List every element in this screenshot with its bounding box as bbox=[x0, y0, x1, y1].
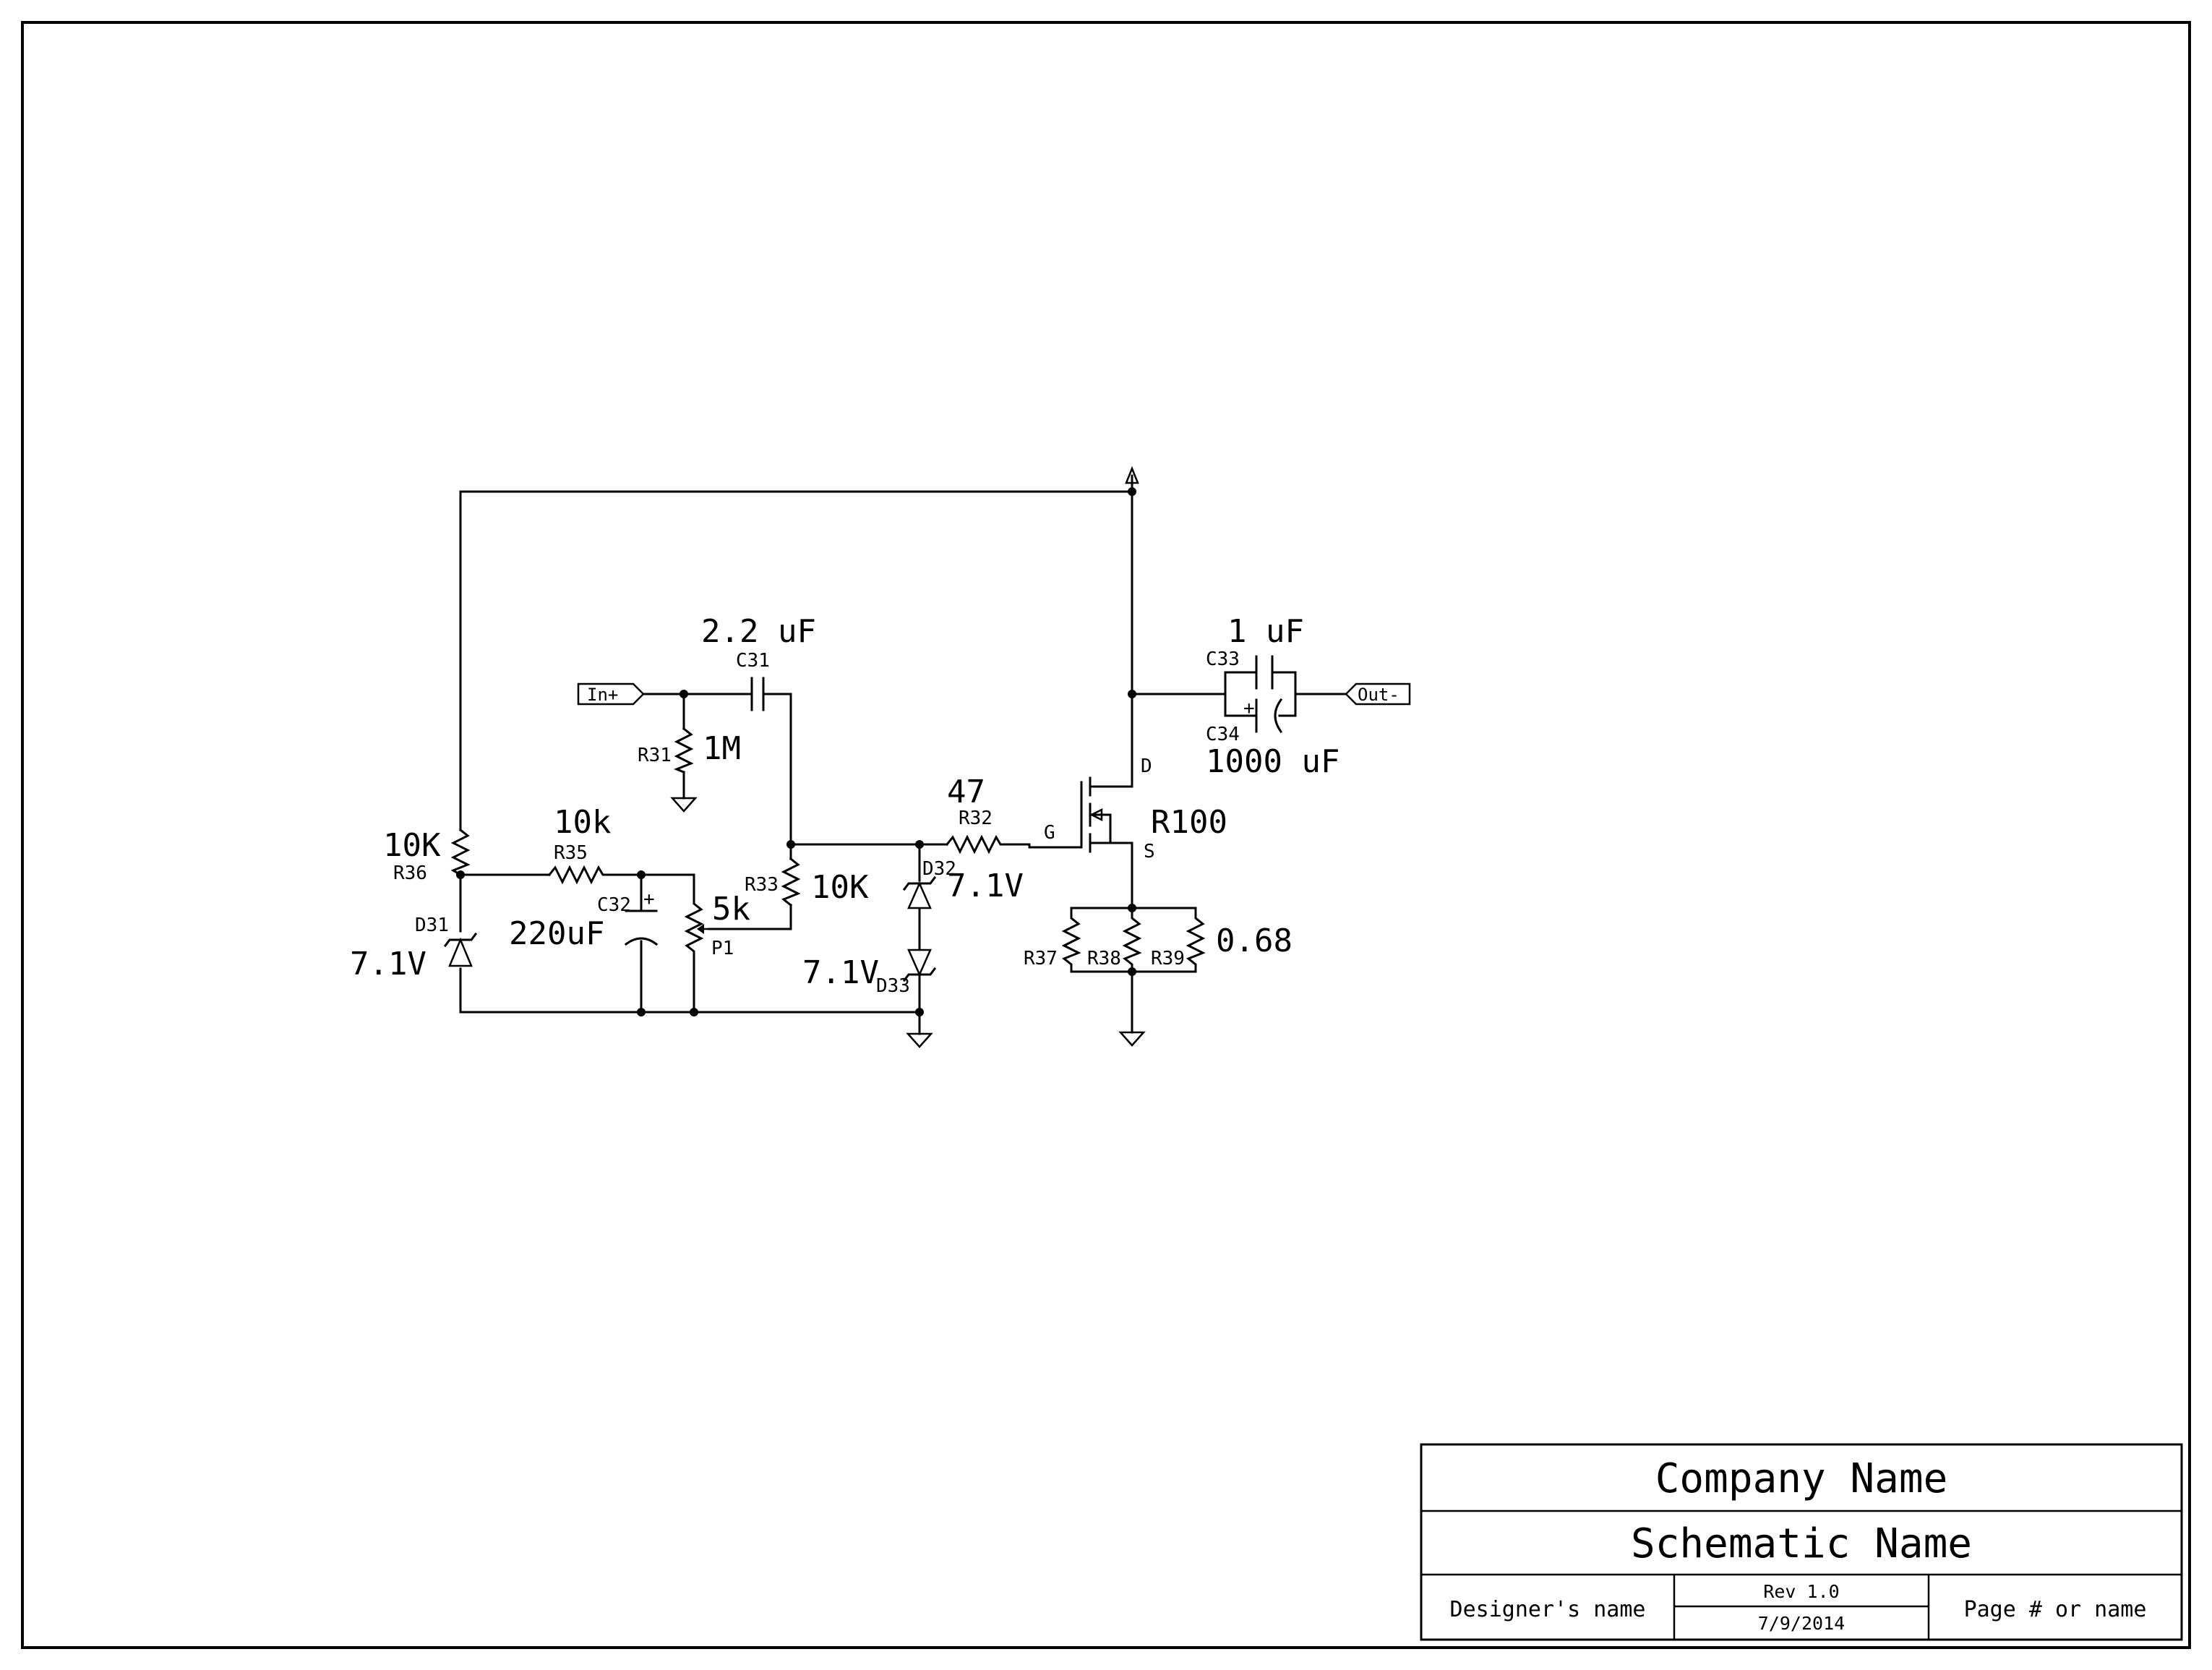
q1-value: R100 bbox=[1151, 804, 1227, 841]
d31-ref: D31 bbox=[415, 915, 449, 936]
d33-value: 7.1V bbox=[802, 954, 879, 991]
resistor-r37: R37 bbox=[1024, 907, 1081, 973]
resistor-r39: R39 0.68 bbox=[1151, 907, 1293, 973]
capacitor-c32: + C32 220uF bbox=[509, 888, 659, 952]
potentiometer-p1: 5k P1 bbox=[684, 881, 750, 970]
title-designer: Designer's name bbox=[1450, 1597, 1646, 1622]
ground-icon bbox=[670, 794, 698, 813]
p1-value: 5k bbox=[712, 891, 750, 928]
title-date: 7/9/2014 bbox=[1758, 1613, 1845, 1634]
d31-value: 7.1V bbox=[350, 946, 426, 982]
q1-source-label: S bbox=[1144, 841, 1155, 862]
title-page: Page # or name bbox=[1964, 1597, 2147, 1622]
r31-value: 1M bbox=[703, 730, 741, 767]
title-company: Company Name bbox=[1655, 1455, 1948, 1502]
resistor-r32: 47 R32 bbox=[945, 774, 1006, 855]
r39-ref: R39 bbox=[1151, 948, 1185, 969]
zener-diode-d32: D32 7.1V bbox=[902, 858, 1024, 909]
r38-ref: R38 bbox=[1087, 948, 1121, 969]
capacitor-c34: + C34 1000 uF bbox=[1206, 698, 1339, 780]
resistor-r33: R33 10K bbox=[745, 857, 869, 907]
resistor-r36: 10K R36 bbox=[383, 827, 471, 884]
ground-icon bbox=[1118, 1031, 1146, 1047]
c34-ref: C34 bbox=[1206, 724, 1240, 745]
sheet-border bbox=[21, 21, 2191, 1649]
r32-value: 47 bbox=[947, 774, 985, 810]
r36-ref: R36 bbox=[393, 862, 427, 884]
d33-ref: D33 bbox=[876, 975, 910, 997]
q1-gate-label: G bbox=[1044, 822, 1055, 844]
d32-ref: D32 bbox=[922, 858, 956, 880]
c31-value: 2.2 uF bbox=[701, 613, 816, 650]
junctions bbox=[456, 487, 1136, 1016]
c32-plus: + bbox=[643, 888, 655, 910]
output-port: Out- bbox=[1345, 682, 1411, 706]
r39-value: 0.68 bbox=[1216, 922, 1293, 959]
title-schematic: Schematic Name bbox=[1631, 1520, 1972, 1567]
c34-plus: + bbox=[1243, 698, 1255, 719]
zener-diode-d31: D31 7.1V bbox=[350, 915, 478, 982]
c33-ref: C33 bbox=[1206, 648, 1240, 670]
r35-value: 10k bbox=[554, 804, 611, 841]
r37-ref: R37 bbox=[1024, 948, 1058, 969]
p1-ref: P1 bbox=[711, 938, 734, 959]
input-port-label: In+ bbox=[587, 685, 618, 705]
r35-ref: R35 bbox=[554, 842, 588, 864]
resistor-r35: 10k R35 bbox=[547, 804, 611, 885]
resistor-r31: R31 1M bbox=[638, 727, 741, 774]
c32-ref: C32 bbox=[597, 894, 631, 916]
c33-value: 1 uF bbox=[1227, 613, 1304, 650]
c32-value: 220uF bbox=[509, 915, 604, 952]
title-block: Company Name Schematic Name Designer's n… bbox=[1420, 1443, 2183, 1641]
ground-icon bbox=[906, 1032, 933, 1048]
output-port-label: Out- bbox=[1358, 685, 1399, 705]
zener-diode-d33: 7.1V D33 bbox=[802, 949, 937, 997]
capacitor-c31: C31 2.2 uF bbox=[701, 613, 816, 711]
d32-value: 7.1V bbox=[947, 868, 1024, 904]
mosfet-q1: G D S R100 bbox=[1044, 755, 1227, 862]
r33-ref: R33 bbox=[745, 874, 779, 896]
r33-value: 10K bbox=[811, 869, 869, 906]
r31-ref: R31 bbox=[638, 745, 672, 766]
c34-value: 1000 uF bbox=[1206, 743, 1339, 780]
title-rev: Rev 1.0 bbox=[1763, 1581, 1839, 1602]
resistor-r38: R38 bbox=[1087, 907, 1142, 973]
capacitor-c33: C33 1 uF bbox=[1206, 613, 1304, 690]
input-port: In+ bbox=[577, 682, 645, 706]
c31-ref: C31 bbox=[736, 650, 770, 672]
r36-value: 10K bbox=[383, 827, 441, 864]
supply-arrow-icon bbox=[1125, 466, 1139, 484]
q1-drain-label: D bbox=[1141, 755, 1152, 777]
r32-ref: R32 bbox=[959, 808, 993, 829]
